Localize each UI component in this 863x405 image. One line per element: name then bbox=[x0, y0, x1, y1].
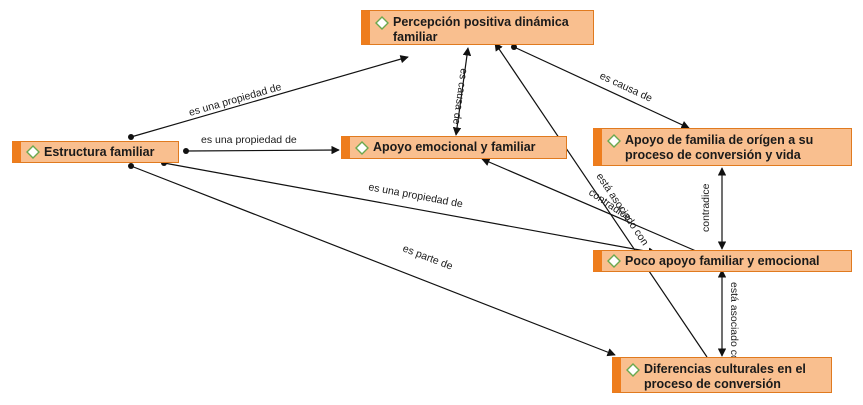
edge-estructura-apoyo-emocional bbox=[185, 145, 340, 155]
node-label-poco-apoyo: Poco apoyo familiar y emocional bbox=[625, 253, 820, 268]
edge-label-e4: es parte de bbox=[401, 243, 454, 273]
edge-label-e3: es una propiedad de bbox=[367, 181, 463, 210]
diamond-icon bbox=[26, 145, 40, 159]
diamond-icon bbox=[626, 363, 640, 377]
diamond-icon bbox=[607, 254, 621, 268]
edge-label-e9: está asociado con bbox=[594, 171, 651, 248]
diamond-icon bbox=[355, 140, 369, 155]
edge-label-e10: está asociado con bbox=[728, 282, 740, 367]
edge-label-e7: contradice bbox=[700, 183, 712, 232]
node-diferencias[interactable]: Diferencias culturales en el proceso de … bbox=[612, 357, 832, 393]
edge-diferencias-percepcion bbox=[494, 42, 708, 358]
edge-label-e1: es una propiedad de bbox=[188, 81, 283, 119]
node-estructura[interactable]: Estructura familiar bbox=[12, 141, 179, 163]
node-apoyo-familia[interactable]: Apoyo de familia de orígen a su proceso … bbox=[593, 128, 852, 166]
node-label-diferencias: Diferencias culturales en el proceso de … bbox=[644, 362, 806, 391]
edge-percepcion-apoyo-emocional bbox=[452, 47, 472, 136]
node-percepcion[interactable]: Percepción positiva dinámica familiar bbox=[361, 10, 594, 45]
edge-label-e5: es causa de bbox=[450, 68, 470, 126]
node-poco-apoyo[interactable]: Poco apoyo familiar y emocional bbox=[593, 250, 852, 272]
node-apoyo-emocional[interactable]: Apoyo emocional y familiar bbox=[341, 136, 567, 159]
diamond-icon bbox=[607, 134, 621, 148]
edge-label-e2: es una propiedad de bbox=[201, 134, 297, 146]
node-label-percepcion: Percepción positiva dinámica familiar bbox=[393, 15, 569, 44]
edge-estructura-percepcion bbox=[130, 55, 409, 138]
node-label-apoyo-emocional: Apoyo emocional y familiar bbox=[373, 140, 536, 154]
diamond-icon bbox=[375, 16, 389, 30]
edge-percepcion-apoyo-familia bbox=[513, 46, 690, 129]
edge-estructura-poco-apoyo bbox=[163, 162, 657, 256]
edge-poco-apoyo-apoyo-emocional bbox=[481, 158, 697, 252]
node-label-estructura: Estructura familiar bbox=[44, 144, 155, 159]
node-label-apoyo-familia: Apoyo de familia de orígen a su proceso … bbox=[625, 133, 814, 162]
edge-estructura-diferencias bbox=[130, 165, 616, 357]
